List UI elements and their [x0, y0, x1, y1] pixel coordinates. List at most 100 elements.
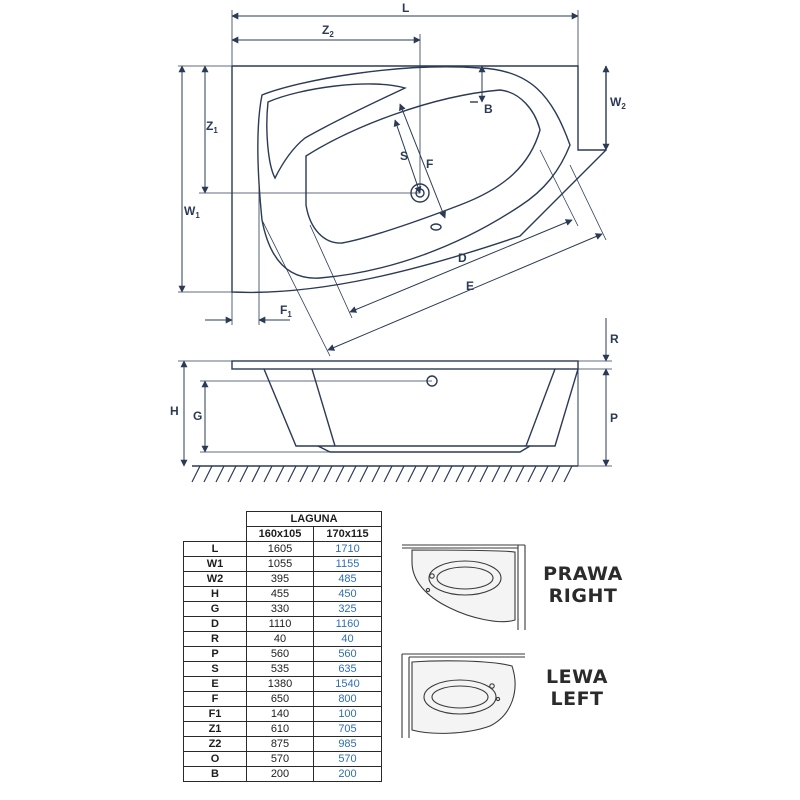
label-F1: F1	[280, 303, 292, 319]
label-W1: W1	[184, 204, 200, 220]
row-label: H	[183, 586, 247, 602]
top-view-labels: L Z2 Z1 W1 W2 F1 B S F D E	[184, 1, 626, 319]
row-label: G	[183, 601, 247, 617]
row-value-170x115: 1710	[313, 541, 382, 557]
row-label: W2	[183, 571, 247, 587]
row-value-160x105: 140	[246, 706, 314, 722]
row-label: F	[183, 691, 247, 707]
top-view	[178, 10, 610, 357]
row-value-160x105: 1380	[246, 676, 314, 692]
table-corner	[184, 512, 247, 527]
row-label: F1	[183, 706, 247, 722]
label-Z2: Z2	[322, 23, 334, 39]
row-label: O	[183, 751, 247, 767]
row-value-170x115: 325	[313, 601, 382, 617]
side-view	[178, 318, 612, 483]
row-label: Z2	[183, 736, 247, 752]
tub-body	[257, 66, 571, 279]
right-label-polish: PRAWA	[543, 563, 623, 585]
row-label: W1	[183, 556, 247, 572]
table-size-header: 170x115	[313, 526, 382, 542]
row-label: D	[183, 616, 247, 632]
label-S: S	[400, 149, 408, 163]
row-label: S	[183, 661, 247, 677]
row-value-160x105: 330	[246, 601, 314, 617]
overflow-side	[426, 375, 438, 387]
row-value-170x115: 485	[313, 571, 382, 587]
tub-base-side	[317, 445, 531, 453]
label-B: B	[484, 102, 493, 116]
label-H: H	[170, 404, 179, 418]
label-P: P	[610, 411, 618, 425]
left-orientation-label: LEWA LEFT	[522, 666, 632, 710]
right-orientation-thumbnail	[402, 544, 526, 630]
row-value-160x105: 1605	[246, 541, 314, 557]
overflow	[430, 223, 442, 231]
row-value-160x105: 650	[246, 691, 314, 707]
label-G: G	[193, 409, 202, 423]
table-corner	[184, 527, 247, 542]
row-label: P	[183, 646, 247, 662]
dim-line-D	[349, 219, 573, 313]
row-value-160x105: 200	[246, 766, 314, 782]
row-value-170x115: 635	[313, 661, 382, 677]
tub-inner-side	[311, 368, 556, 447]
row-value-160x105: 40	[246, 631, 314, 647]
tub-rim-side	[231, 360, 579, 370]
row-value-160x105: 455	[246, 586, 314, 602]
row-value-170x115: 100	[313, 706, 382, 722]
row-value-170x115: 40	[313, 631, 382, 647]
label-E: E	[466, 279, 474, 293]
row-value-160x105: 570	[246, 751, 314, 767]
tub-armrest	[266, 83, 407, 180]
row-label: E	[183, 676, 247, 692]
row-label: L	[183, 541, 247, 557]
row-value-170x115: 1155	[313, 556, 382, 572]
row-value-160x105: 535	[246, 661, 314, 677]
right-label-english: RIGHT	[548, 585, 618, 607]
left-orientation-thumbnail	[401, 653, 525, 738]
left-label-polish: LEWA	[546, 666, 608, 688]
tub-inner-basin	[305, 89, 541, 244]
right-orientation-label: PRAWA RIGHT	[528, 563, 638, 607]
side-view-labels: H G R P	[170, 332, 619, 425]
row-value-170x115: 985	[313, 736, 382, 752]
row-value-170x115: 1160	[313, 616, 382, 632]
dim-line-E	[327, 233, 603, 351]
label-L: L	[402, 1, 409, 15]
row-value-170x115: 705	[313, 721, 382, 737]
row-value-160x105: 610	[246, 721, 314, 737]
row-value-170x115: 1540	[313, 676, 382, 692]
row-value-170x115: 450	[313, 586, 382, 602]
label-Z1: Z1	[206, 119, 218, 135]
row-label: R	[183, 631, 247, 647]
left-label-english: LEFT	[550, 688, 604, 710]
tub-body-side	[263, 368, 579, 447]
row-value-170x115: 560	[313, 646, 382, 662]
row-value-160x105: 875	[246, 736, 314, 752]
dim-line-F	[399, 103, 446, 219]
table-model-header: LAGUNA	[246, 511, 382, 527]
row-label: B	[183, 766, 247, 782]
label-F: F	[426, 157, 433, 171]
row-value-170x115: 200	[313, 766, 382, 782]
row-label: Z1	[183, 721, 247, 737]
row-value-160x105: 1055	[246, 556, 314, 572]
row-value-170x115: 800	[313, 691, 382, 707]
label-W2: W2	[610, 95, 626, 111]
label-D: D	[458, 251, 467, 265]
